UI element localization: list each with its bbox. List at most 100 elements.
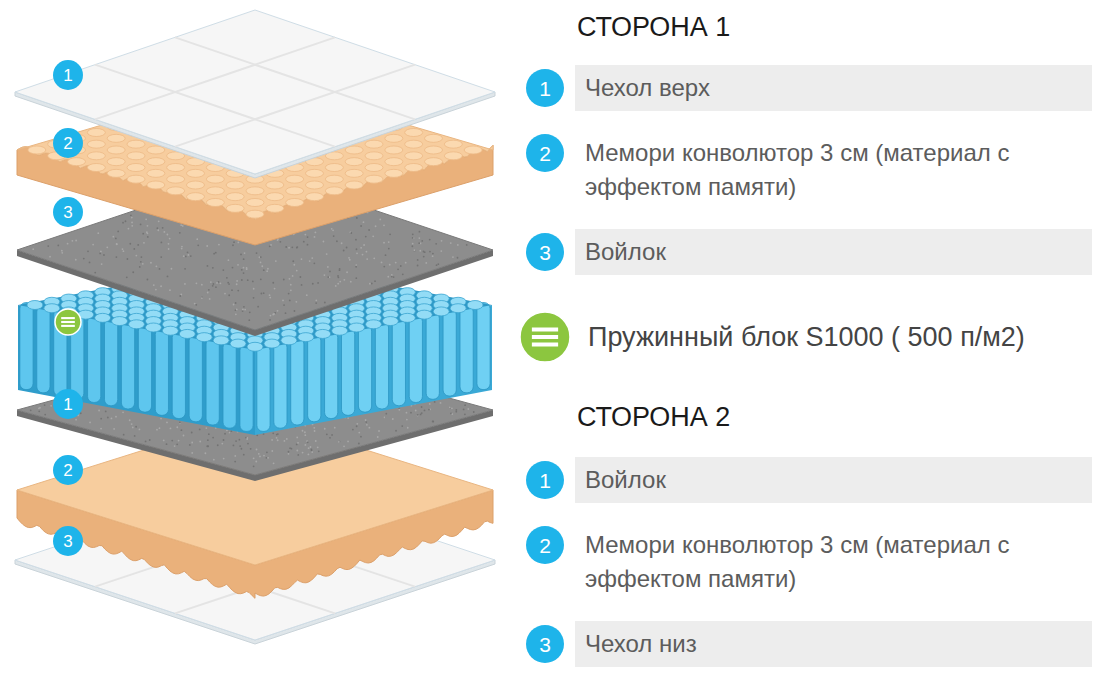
foam-bump (286, 175, 304, 183)
felt-fiber (293, 264, 295, 266)
felt-fiber (242, 310, 244, 312)
felt-fiber (179, 232, 181, 234)
felt-fiber (317, 282, 319, 284)
felt-fiber (263, 455, 265, 457)
felt-fiber (49, 256, 51, 258)
felt-fiber (207, 265, 209, 267)
felt-fiber (432, 421, 434, 423)
spring-coil (223, 341, 236, 428)
felt-fiber (415, 410, 417, 412)
foam-bump (28, 146, 46, 154)
felt-fiber (326, 253, 328, 255)
felt-fiber (233, 445, 235, 447)
foam-bump (226, 193, 244, 201)
felt-fiber (327, 276, 329, 278)
felt-fiber (352, 429, 354, 431)
felt-fiber (250, 448, 252, 450)
foam-bump (107, 169, 125, 177)
layer-name: Чехол верх (585, 74, 710, 102)
foam-bump (68, 158, 86, 166)
felt-fiber (289, 278, 291, 280)
felt-fiber (273, 462, 275, 464)
felt-fiber (450, 242, 452, 244)
felt-fiber (208, 289, 210, 291)
felt-fiber (259, 456, 261, 458)
quilt-line (175, 37, 415, 119)
felt-fiber (247, 443, 249, 445)
callout-circle: 3 (526, 233, 564, 271)
felt-fiber (243, 267, 245, 269)
felt-fiber (30, 409, 32, 411)
felt-fiber (38, 407, 40, 409)
felt-fiber (260, 256, 262, 258)
felt-fiber (302, 452, 304, 454)
felt-fiber (132, 271, 134, 273)
felt-fiber (290, 289, 292, 291)
felt-fiber (360, 436, 362, 438)
foam-bump (345, 158, 363, 166)
foam-bump (425, 134, 443, 142)
spring-coil (37, 306, 50, 393)
felt-fiber (379, 218, 381, 220)
felt-fiber (166, 421, 168, 423)
felt-fiber (284, 440, 286, 442)
felt-fiber (187, 254, 189, 256)
spring-coil (172, 332, 185, 419)
felt-fiber (201, 284, 203, 286)
felt-fiber (358, 443, 360, 445)
felt-fiber (363, 221, 365, 223)
felt-fiber (466, 244, 468, 246)
felt-fiber (206, 245, 208, 247)
spring-coil-top (230, 339, 246, 348)
felt-fiber (329, 437, 331, 439)
foam-bump (325, 187, 343, 195)
foam-bump (345, 146, 363, 154)
spring-coil (342, 328, 355, 415)
felt-fiber (180, 224, 182, 226)
felt-fiber (244, 252, 246, 254)
felt-fiber (289, 300, 291, 302)
spring-icon (55, 309, 81, 335)
foam-bump (187, 193, 205, 201)
felt-fiber (272, 432, 274, 434)
felt-fiber (418, 242, 420, 244)
felt-fiber (307, 441, 309, 443)
felt-fiber (288, 453, 290, 455)
spring-coil (426, 312, 439, 399)
felt-fiber (440, 250, 442, 252)
foam-bump (385, 146, 403, 154)
felt-fiber (246, 267, 248, 269)
felt-fiber (368, 427, 370, 429)
felt-fiber (452, 256, 454, 258)
felt-fiber (274, 288, 276, 290)
felt-fiber (372, 235, 374, 237)
felt-fiber (38, 410, 40, 412)
felt-fiber (385, 254, 387, 256)
felt-fiber (187, 251, 189, 253)
felt-fiber (179, 421, 181, 423)
felt-fiber (116, 256, 118, 258)
callout-number: 1 (63, 67, 72, 84)
felt-fiber (147, 225, 149, 227)
spring-side (255, 305, 492, 435)
felt-fiber (199, 429, 201, 431)
felt-fiber (137, 244, 139, 246)
felt-fiber (312, 283, 314, 285)
felt-fiber (389, 264, 391, 266)
felt-fiber (346, 271, 348, 273)
felt-fiber (417, 414, 419, 416)
felt-fiber (191, 442, 193, 444)
felt-fiber (432, 253, 434, 255)
felt-fiber (232, 244, 234, 246)
felt-fiber (291, 246, 293, 248)
felt-fiber (341, 242, 343, 244)
layers (15, 10, 495, 644)
felt-fiber (32, 248, 34, 250)
spring-coil-top (112, 317, 128, 326)
foam-bump (306, 181, 324, 189)
layer-description: Мемори конволютор 3 см (материал с эффек… (585, 528, 1090, 596)
felt-fiber (395, 430, 397, 432)
felt-fiber (178, 440, 180, 442)
felt-fiber (337, 275, 339, 277)
felt-fiber (318, 450, 320, 452)
